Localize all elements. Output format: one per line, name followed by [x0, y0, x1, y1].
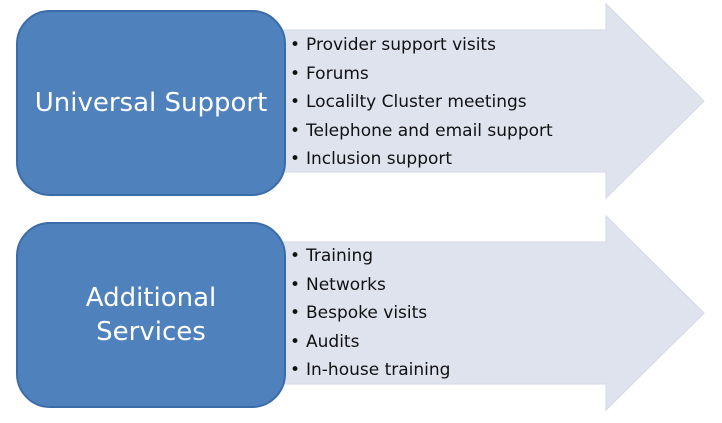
bullet-glyph: •: [290, 92, 301, 113]
additional-services-label-line-2: Services: [96, 317, 206, 347]
list-item: •Bespoke visits: [290, 299, 450, 328]
list-item-text: Telephone and email support: [306, 120, 553, 141]
additional-services-label-line-1: Additional: [85, 283, 217, 313]
list-item: •Telephone and email support: [290, 117, 553, 146]
universal-support-box: Universal Support: [16, 10, 286, 196]
list-item: •In-house training: [290, 356, 450, 385]
additional-services-label: Additional Services: [86, 281, 217, 349]
list-item-text: Provider support visits: [306, 35, 496, 55]
list-item: •Provider support visits: [290, 31, 553, 60]
bullet-glyph: •: [290, 246, 301, 266]
universal-support-label: Universal Support: [35, 86, 268, 120]
list-item: •Forums: [290, 60, 553, 89]
list-item: •Networks: [290, 271, 450, 300]
list-item-text: Forums: [306, 63, 369, 84]
bullet-glyph: •: [290, 303, 301, 324]
universal-support-list: •Provider support visits •Forums •Locali…: [290, 31, 553, 174]
list-item-text: Localilty Cluster meetings: [306, 92, 527, 113]
universal-support-label-line-1: Universal Support: [34, 88, 268, 118]
bullet-glyph: •: [290, 63, 301, 84]
list-item-text: Bespoke visits: [306, 303, 428, 324]
bullet-glyph: •: [290, 35, 301, 55]
list-item: •Audits: [290, 328, 450, 357]
row-2-arrow: [281, 214, 705, 412]
additional-services-box: Additional Services: [16, 222, 286, 408]
list-item-text: In-house training: [306, 360, 451, 381]
list-item-text: Inclusion support: [306, 149, 453, 170]
bullet-glyph: •: [290, 274, 301, 295]
bullet-glyph: •: [290, 360, 301, 381]
list-item: •Localilty Cluster meetings: [290, 88, 553, 117]
additional-services-list: •Training •Networks •Bespoke visits •Aud…: [290, 242, 450, 385]
bullet-glyph: •: [290, 120, 301, 141]
row-1-arrow: [281, 2, 705, 200]
list-item-text: Audits: [306, 331, 360, 352]
bullet-glyph: •: [290, 149, 301, 170]
list-item-text: Networks: [306, 274, 386, 295]
bullet-glyph: •: [290, 331, 301, 352]
list-item: •Training: [290, 242, 450, 271]
list-item-text: Training: [306, 246, 374, 266]
list-item: •Inclusion support: [290, 145, 553, 174]
